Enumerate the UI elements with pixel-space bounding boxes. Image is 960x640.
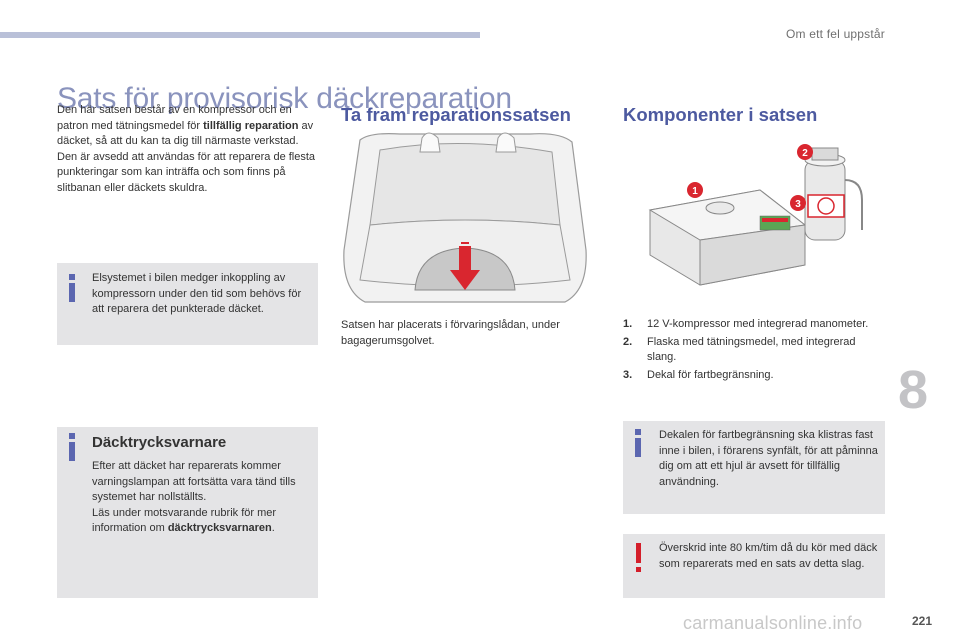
retrieve-heading: Ta fram reparationssatsen (341, 104, 571, 125)
list-item: 1. 12 V-kompressor med integrerad manomet… (623, 317, 885, 333)
callout-2: 2 (797, 144, 813, 160)
intro-p1-start: Den här satsen består av en kompressor o… (57, 104, 292, 132)
list-item-text: Flaska med tätningsmedel, med integrerad… (647, 335, 856, 364)
watermark: carmanualsonline.info (683, 613, 863, 633)
list-item-text: 12 V-kompressor med integrerad manometer… (647, 318, 869, 330)
warning-text: Överskrid inte 80 km/tim då du kör med d… (659, 542, 878, 570)
repair-kit-illustration: 1 2 3 (648, 144, 863, 286)
info-box-speed-sticker: Dekalen för fartbegränsning ska klistras… (623, 421, 885, 514)
list-item-number: 1. (623, 318, 633, 330)
info-box-text: Elsystemet i bilen medger inkoppling av … (92, 272, 302, 315)
intro-text: Den här satsen består av en kompressor o… (57, 103, 319, 196)
intro-p1-bold: tillfällig reparation (203, 119, 299, 132)
trunk-illustration (340, 130, 590, 310)
callout-3: 3 (790, 195, 806, 211)
callout-1: 1 (687, 182, 703, 198)
info-icon (635, 429, 641, 457)
list-item: 2. Flaska med tätningsmedel, med integrer… (623, 335, 885, 366)
chapter-title: Om ett fel uppstår (786, 27, 885, 41)
svg-text:2: 2 (802, 148, 808, 159)
tpms-p1: Efter att däcket har reparerats kommer v… (92, 460, 296, 503)
page-title: Sats för provisorisk däckreparation (57, 82, 512, 116)
retrieve-caption: Satsen har placerats i förvaringslådan, … (341, 319, 560, 347)
svg-text:3: 3 (795, 199, 801, 210)
warning-box: Överskrid inte 80 km/tim då du kör med d… (623, 534, 885, 598)
chapter-number: 8 (898, 360, 929, 420)
list-item-text: Dekal för fartbegränsning. (647, 368, 774, 381)
tpms-p2: Läs under motsvarande rubrik för mer inf… (92, 506, 277, 535)
info-icon (69, 433, 75, 461)
tpms-p2-bold: däcktrycksvarnaren (167, 522, 272, 534)
svg-text:1: 1 (692, 186, 698, 197)
intro-p2: Den är avsedd att användas för att repar… (57, 150, 316, 194)
warning-icon (636, 543, 641, 572)
tpms-text: Efter att däcket har reparerats kommer v… (92, 459, 312, 537)
header-bar (0, 32, 480, 38)
components-list: 1. 12 V-kompressor med integrerad manomet… (623, 317, 885, 385)
info-box-tpms: Däcktrycksvarnare Efter att däcket har r… (57, 427, 318, 598)
list-item: 3. Dekal för fartbegränsning. (623, 368, 885, 384)
tpms-p2-end: . (271, 522, 275, 534)
page-number: 221 (912, 614, 933, 628)
components-heading: Komponenter i satsen (623, 104, 818, 125)
info-icon (69, 274, 75, 302)
list-item-number: 2. (623, 335, 633, 348)
info-box-electrical: Elsystemet i bilen medger inkoppling av … (57, 263, 318, 345)
info-box-text: Dekalen för fartbegränsning ska klistras… (659, 429, 878, 488)
tpms-title: Däcktrycksvarnare (92, 434, 227, 451)
list-item-number: 3. (623, 368, 633, 381)
intro-p1-end: av däcket, så att du kan ta dig till när… (57, 119, 314, 148)
